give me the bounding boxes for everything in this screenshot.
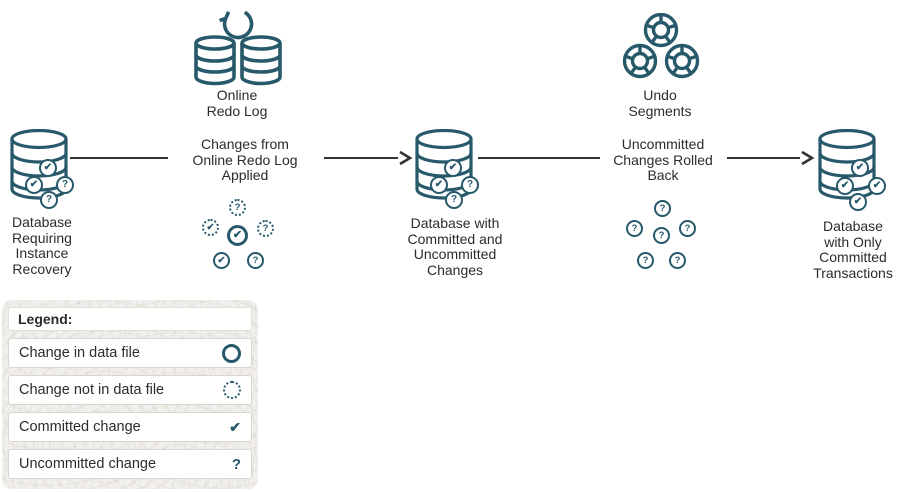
legend-row-committed-change: Committed change ✔ [8, 412, 252, 442]
committed-change-badge: ✔ [851, 159, 869, 177]
change-in-datafile-uncommitted: ? [626, 220, 643, 237]
check-icon: ✔ [229, 419, 241, 435]
legend-row-label: Change in data file [19, 345, 140, 361]
arrow-line [478, 157, 600, 159]
change-in-datafile-committed: ✔ [227, 225, 248, 246]
arrow-line [70, 157, 168, 159]
change-not-in-datafile-uncommitted: ? [257, 220, 274, 237]
database-middle-group: ✔ ✔ ? ? [413, 128, 493, 215]
online-redo-log-icon [194, 10, 282, 86]
committed-change-badge: ✔ [849, 193, 867, 211]
arrowhead-icon [399, 150, 413, 166]
change-in-datafile-uncommitted: ? [669, 252, 686, 269]
arrow-line [727, 157, 800, 159]
change-not-in-datafile-uncommitted: ? [229, 199, 246, 216]
committed-change-badge: ✔ [25, 176, 43, 194]
legend-row-change-not-in-data-file: Change not in data file [8, 375, 252, 405]
legend-row-uncommitted-change: Uncommitted change ? [8, 449, 252, 479]
committed-change-badge: ✔ [430, 176, 448, 194]
database-start-group: ✔ ✔ ? ? [8, 128, 88, 215]
legend-row-change-in-data-file: Change in data file [8, 338, 252, 368]
online-redo-log-label: Online Redo Log [206, 87, 268, 119]
change-in-datafile-uncommitted: ? [247, 252, 264, 269]
change-in-datafile-committed: ✔ [213, 252, 230, 269]
change-in-datafile-uncommitted: ? [654, 200, 671, 217]
database-end-group: ✔ ✔ ✔ ✔ [816, 128, 896, 215]
step2-label: Uncommitted Changes Rolled Back [613, 136, 713, 183]
legend-row-label: Committed change [19, 419, 141, 435]
database-start-label: Database Requiring Instance Recovery [12, 214, 72, 277]
legend-row-label: Uncommitted change [19, 456, 157, 472]
uncommitted-change-badge: ? [461, 176, 479, 194]
undo-segments-label: Undo Segments [628, 87, 692, 119]
change-in-datafile-uncommitted: ? [679, 220, 696, 237]
uncommitted-change-badge: ? [40, 191, 58, 209]
change-in-datafile-uncommitted: ? [653, 227, 670, 244]
change-not-in-datafile-committed: ✔ [202, 219, 219, 236]
database-end-label: Database with Only Committed Transaction… [813, 218, 893, 281]
committed-change-badge: ✔ [39, 159, 57, 177]
solid-ring-icon [222, 343, 241, 363]
legend: Legend: Change in data file Change not i… [2, 300, 258, 489]
legend-title: Legend: [8, 307, 252, 331]
question-mark-icon: ? [231, 455, 241, 473]
change-in-datafile-uncommitted: ? [637, 252, 654, 269]
committed-change-badge: ✔ [868, 177, 886, 195]
step1-label: Changes from Online Redo Log Applied [192, 136, 298, 183]
database-middle-label: Database with Committed and Uncommitted … [407, 215, 503, 278]
undo-segments-icon [622, 13, 700, 79]
uncommitted-change-badge: ? [445, 191, 463, 209]
arrowhead-icon [801, 150, 815, 166]
legend-row-label: Change not in data file [19, 382, 165, 398]
arrow-line [324, 157, 398, 159]
uncommitted-change-badge: ? [56, 176, 74, 194]
committed-change-badge: ✔ [444, 159, 462, 177]
dotted-ring-icon [223, 381, 241, 399]
committed-change-badge: ✔ [836, 177, 854, 195]
